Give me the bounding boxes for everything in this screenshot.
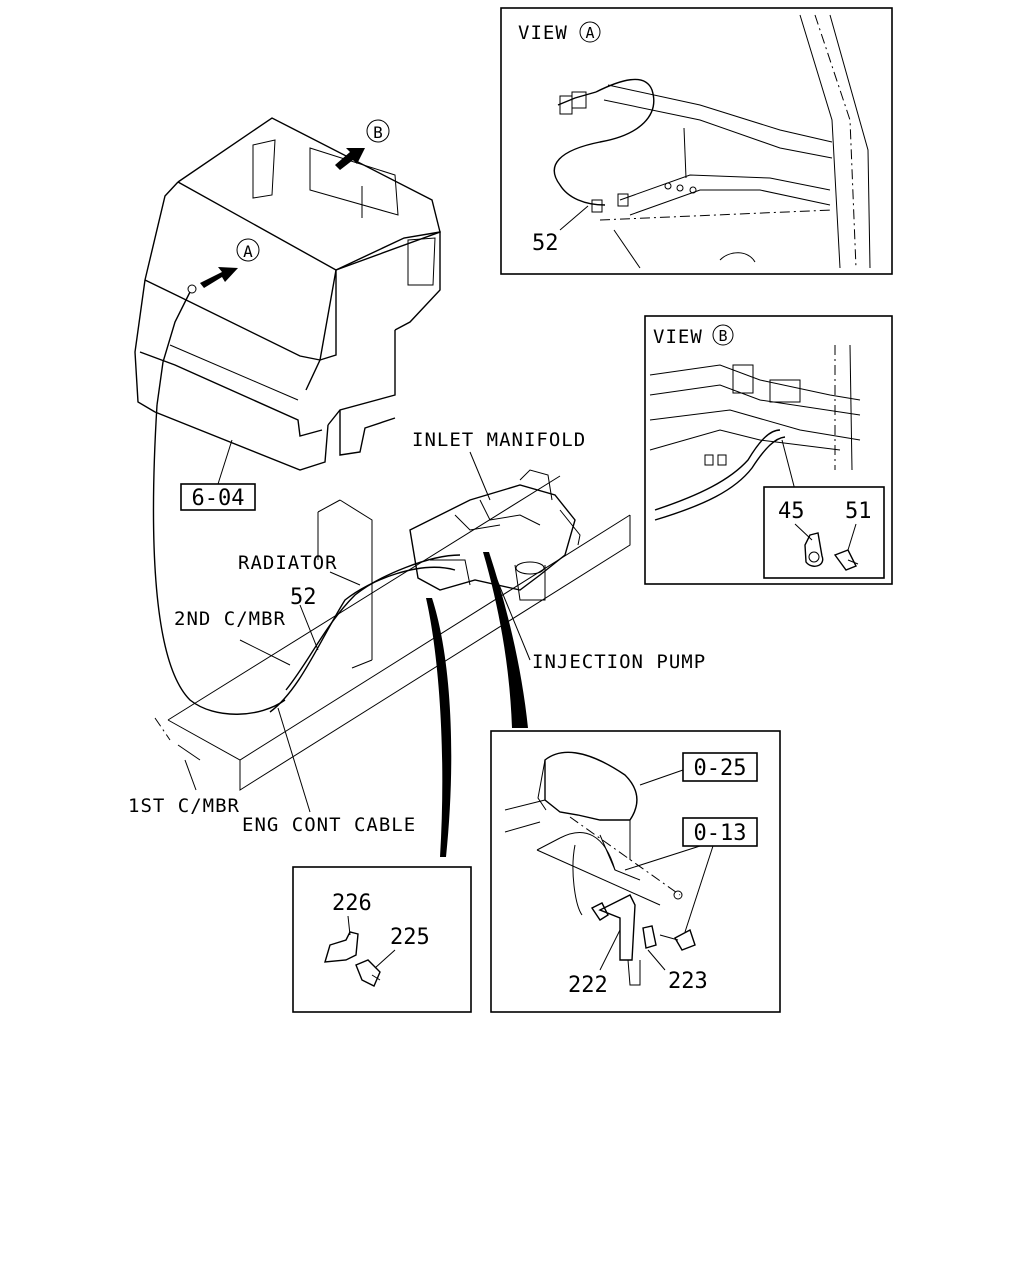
frame-rails xyxy=(154,475,631,791)
view-a-panel: VIEW A 52 xyxy=(500,7,893,275)
eng-cont-cable-route xyxy=(152,284,461,715)
view-a-marker: A xyxy=(585,24,594,42)
pointer-to-inset-222 xyxy=(483,552,528,728)
label-2nd-cmbr: 2ND C/MBR xyxy=(174,608,286,630)
pointer-to-inset-226 xyxy=(426,598,452,857)
label-injection-pump: INJECTION PUMP xyxy=(532,651,706,673)
label-part-52-main: 52 xyxy=(290,585,317,610)
view-a-title: VIEW xyxy=(518,22,568,44)
ref-box-cab: 6-04 xyxy=(180,439,256,511)
arrow-b: B xyxy=(335,119,390,170)
label-eng-cont-cable: ENG CONT CABLE xyxy=(242,814,416,836)
label-radiator: RADIATOR xyxy=(238,552,338,574)
cab-illustration xyxy=(134,117,441,471)
inset-bracket-panel: 0-25 0-13 222 223 xyxy=(490,730,781,1013)
view-b-part-45: 45 xyxy=(778,499,805,524)
ref-hose-text: 0-25 xyxy=(694,756,747,781)
arrow-a: A xyxy=(200,238,260,288)
inset-part-223: 223 xyxy=(668,969,708,994)
marker-a-label: A xyxy=(243,242,253,261)
ref-cab-text: 6-04 xyxy=(192,486,245,511)
ref-bolt-text: 0-13 xyxy=(694,821,747,846)
inset-part-226: 226 xyxy=(332,891,372,916)
view-b-part-51: 51 xyxy=(845,499,872,524)
view-b-title: VIEW xyxy=(653,326,703,348)
inset-part-225: 225 xyxy=(390,925,430,950)
label-inlet-manifold: INLET MANIFOLD xyxy=(412,429,586,451)
leader-lines xyxy=(184,451,531,813)
inset-part-222: 222 xyxy=(568,973,608,998)
marker-b-label: B xyxy=(373,123,383,142)
label-1st-cmbr: 1ST C/MBR xyxy=(128,795,240,817)
inset-clip-panel: 226 225 xyxy=(292,866,472,1013)
engine-block xyxy=(409,469,581,601)
view-b-marker: B xyxy=(718,327,727,345)
view-b-panel: VIEW B 45 51 xyxy=(644,315,893,585)
view-a-part-52: 52 xyxy=(532,231,559,256)
